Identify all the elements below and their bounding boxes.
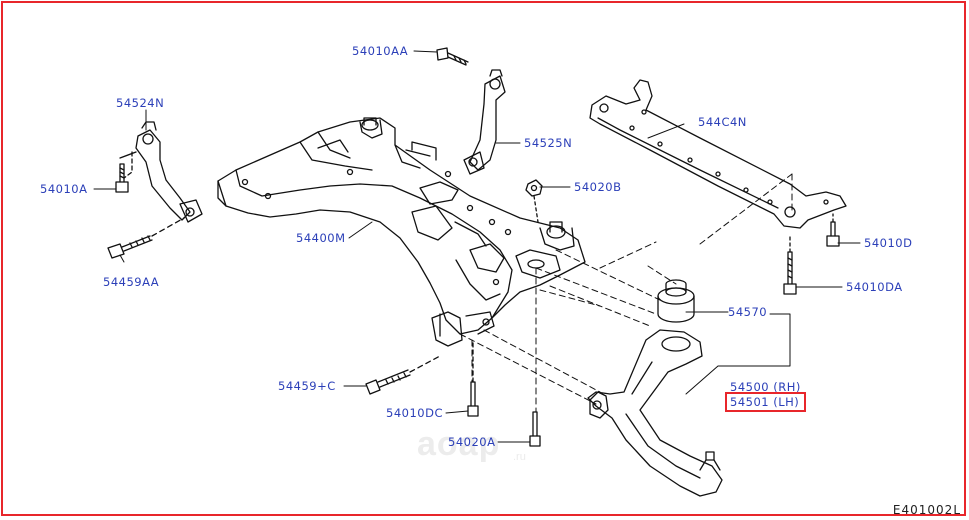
- stabilizer-link-part: [463, 69, 506, 175]
- part-label-54524N[interactable]: 54524N: [116, 96, 165, 110]
- lower-control-arm: [587, 329, 723, 497]
- part-label-54010DC[interactable]: 54010DC: [386, 406, 443, 420]
- bolt-54010DC: [467, 339, 479, 417]
- bolt-54010DA: [783, 235, 797, 295]
- part-label-54400M[interactable]: 54400M: [296, 231, 346, 245]
- part-label-54010D[interactable]: 54010D: [864, 236, 913, 250]
- part-label-54010AA[interactable]: 54010AA: [352, 44, 409, 58]
- bolt-54459C: [365, 355, 441, 395]
- diagram-code: E401002L: [892, 503, 961, 517]
- bolt-54010D: [826, 213, 840, 247]
- bolt-54020A: [529, 411, 541, 447]
- link-54524N-part: [119, 121, 203, 223]
- part-label-54570[interactable]: 54570: [728, 305, 768, 319]
- bolt-54010AA: [436, 47, 469, 66]
- part-label-54500-rh[interactable]: 54500 (RH): [730, 380, 801, 394]
- leader-lines: [93, 50, 861, 443]
- part-label-544C4N[interactable]: 544C4N: [698, 115, 747, 129]
- part-label-54525N[interactable]: 54525N: [524, 136, 573, 150]
- part-label-54020A[interactable]: 54020A: [448, 435, 496, 449]
- part-label-54459AA[interactable]: 54459AA: [103, 275, 160, 289]
- part-label-54459C[interactable]: 54459+C: [278, 379, 336, 393]
- tension-rod-part: [589, 79, 847, 229]
- part-label-54010A[interactable]: 54010A: [40, 182, 88, 196]
- watermark-suffix: .ru: [513, 451, 526, 463]
- relation-lines: [459, 173, 793, 413]
- part-label-54020B[interactable]: 54020B: [574, 180, 622, 194]
- subframe-part: [217, 117, 586, 347]
- nut-54020B: [525, 179, 543, 223]
- part-label-54010DA[interactable]: 54010DA: [846, 280, 903, 294]
- bolt-54010A: [115, 163, 129, 193]
- bushing-54570: [657, 279, 695, 323]
- watermark-text: аoар: [417, 425, 501, 463]
- part-label-54501-lh[interactable]: 54501 (LH): [730, 395, 800, 409]
- bolt-54459AA: [107, 217, 185, 259]
- selected-part-highlight: [725, 392, 806, 412]
